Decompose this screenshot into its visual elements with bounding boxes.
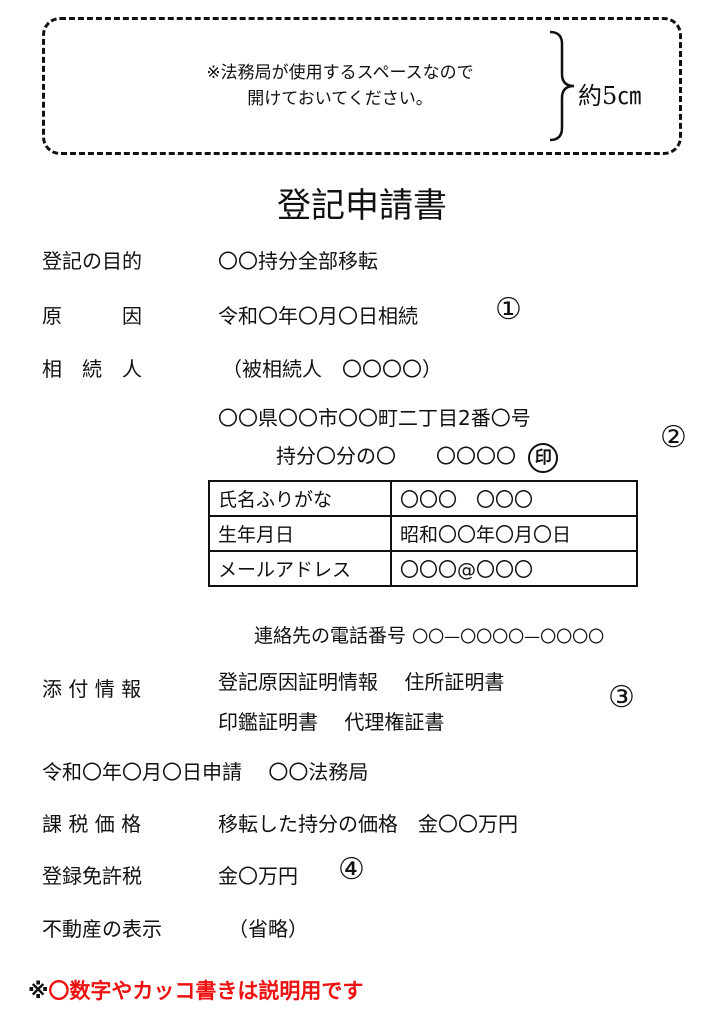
- attachments-line1: 登記原因証明情報 住所証明書: [218, 670, 505, 694]
- page-title: 登記申請書: [277, 186, 447, 226]
- table-key: 生年月日: [208, 515, 392, 552]
- heir-info-table: 氏名ふりがな 〇〇〇 〇〇〇 生年月日 昭和〇〇年〇月〇日 メールアドレス 〇〇…: [208, 480, 638, 587]
- heir-label: 相 続 人: [42, 357, 142, 381]
- tax-value-value: 移転した持分の価格 金〇〇万円: [218, 812, 518, 836]
- heir-share: 持分〇分の〇 〇〇〇〇: [276, 444, 516, 468]
- table-row: メールアドレス 〇〇〇@〇〇〇: [208, 550, 638, 587]
- heir-share-row: 持分〇分の〇 〇〇〇〇 印: [276, 440, 559, 473]
- property-value: （省略）: [228, 917, 308, 941]
- purpose-value: 〇〇持分全部移転: [218, 249, 378, 273]
- cause-label: 原 因: [42, 304, 142, 328]
- reserved-note-line1: ※法務局が使用するスペースなので: [206, 63, 474, 83]
- property-label: 不動産の表示: [42, 917, 162, 941]
- purpose-label: 登記の目的: [42, 249, 142, 273]
- table-row: 生年月日 昭和〇〇年〇月〇日: [208, 515, 638, 552]
- table-row: 氏名ふりがな 〇〇〇 〇〇〇: [208, 480, 638, 517]
- attachments-line2: 印鑑証明書 代理権証書: [218, 710, 445, 734]
- table-value: 〇〇〇 〇〇〇: [390, 480, 638, 517]
- reserved-space-box: [42, 17, 682, 155]
- table-value: 昭和〇〇年〇月〇日: [390, 515, 638, 552]
- phone-row: 連絡先の電話番号 〇〇—〇〇〇〇—〇〇〇〇: [254, 621, 604, 648]
- registration-tax-value: 金〇万円: [218, 864, 298, 888]
- reserved-space-note: ※法務局が使用するスペースなので 開けておいてください。: [150, 60, 530, 112]
- tax-value-label: 課 税 価 格: [42, 812, 142, 836]
- table-key: 氏名ふりがな: [208, 480, 392, 517]
- marker-2: ②: [660, 420, 687, 455]
- marker-3: ③: [608, 680, 635, 715]
- reserved-note-line2: 開けておいてください。: [247, 89, 433, 109]
- footnote-mark: ※: [28, 979, 49, 1003]
- curly-brace-icon: [549, 30, 575, 142]
- table-key: メールアドレス: [208, 550, 392, 587]
- marker-4: ④: [338, 852, 365, 887]
- footnote-text: 〇数字やカッコ書きは説明用です: [48, 979, 364, 1003]
- attachments-label: 添 付 情 報: [42, 677, 142, 701]
- phone-value: 〇〇—〇〇〇〇—〇〇〇〇: [412, 627, 605, 646]
- heir-address: 〇〇県〇〇市〇〇町二丁目2番〇号: [218, 406, 531, 430]
- heir-value: （被相続人 〇〇〇〇）: [222, 357, 442, 381]
- application-date: 令和〇年〇月〇日申請 〇〇法務局: [42, 760, 369, 784]
- registration-tax-label: 登録免許税: [42, 864, 142, 888]
- seal-icon: 印: [528, 443, 559, 473]
- footnote: ※〇数字やカッコ書きは説明用です: [28, 975, 363, 1005]
- cause-value: 令和〇年〇月〇日相続: [218, 304, 418, 328]
- marker-1: ①: [495, 292, 522, 327]
- table-value: 〇〇〇@〇〇〇: [390, 550, 638, 587]
- phone-label: 連絡先の電話番号: [254, 625, 407, 647]
- size-label: 約5㎝: [578, 82, 642, 110]
